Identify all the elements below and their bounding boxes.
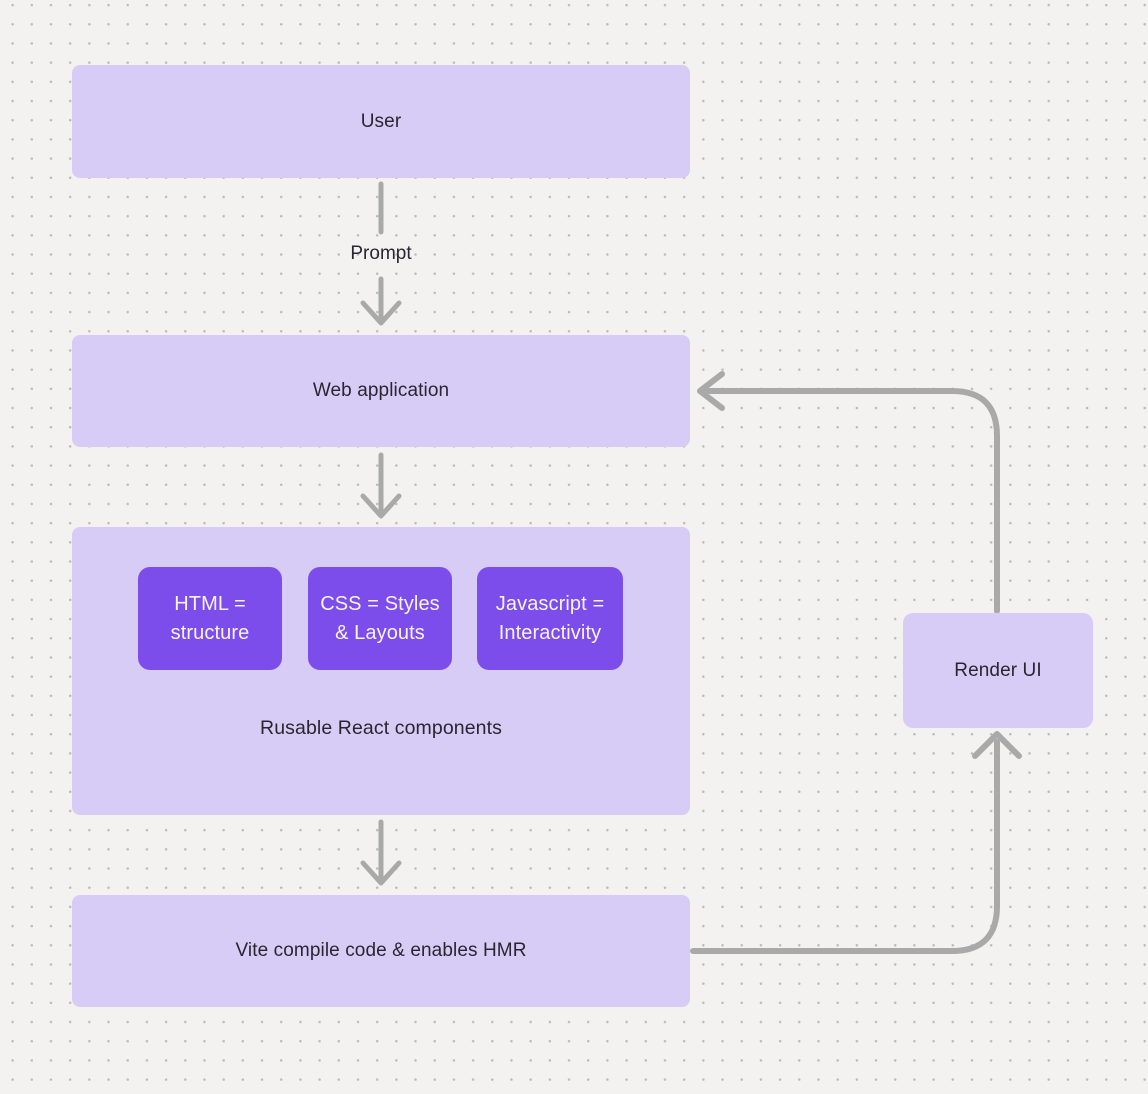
edge-renderui-to-webapp-line — [703, 388, 1000, 614]
arrowhead-down-icon — [360, 860, 402, 886]
chip-javascript[interactable]: Javascript = Interactivity — [477, 567, 623, 670]
node-vite[interactable]: Vite compile code & enables HMR — [72, 895, 690, 1007]
arrowhead-down-icon — [360, 493, 402, 519]
arrowhead-up-icon — [972, 731, 1022, 759]
arrowhead-down-icon — [360, 300, 402, 326]
node-web-application[interactable]: Web application — [72, 335, 690, 447]
chip-html[interactable]: HTML = structure — [138, 567, 282, 670]
react-components-caption: Rusable React components — [260, 717, 502, 739]
node-react-components-group[interactable]: HTML = structure CSS = Styles & Layouts … — [72, 527, 690, 815]
chip-javascript-label: Javascript = Interactivity — [495, 592, 605, 644]
node-render-ui[interactable]: Render UI — [903, 613, 1093, 728]
node-render-ui-label: Render UI — [954, 659, 1042, 681]
node-web-application-label: Web application — [312, 380, 450, 401]
node-vite-label: Vite compile code & enables HMR — [235, 940, 527, 961]
chip-css[interactable]: CSS = Styles & Layouts — [308, 567, 452, 670]
edge-vite-to-renderui-line — [690, 739, 1000, 954]
arrowhead-left-icon — [697, 371, 725, 411]
chip-html-label: HTML = structure — [170, 592, 250, 644]
node-user-label: User — [360, 110, 402, 132]
chip-css-label: CSS = Styles & Layouts — [320, 592, 440, 644]
edge-label-prompt: Prompt — [350, 243, 412, 264]
node-user[interactable]: User — [72, 65, 690, 178]
